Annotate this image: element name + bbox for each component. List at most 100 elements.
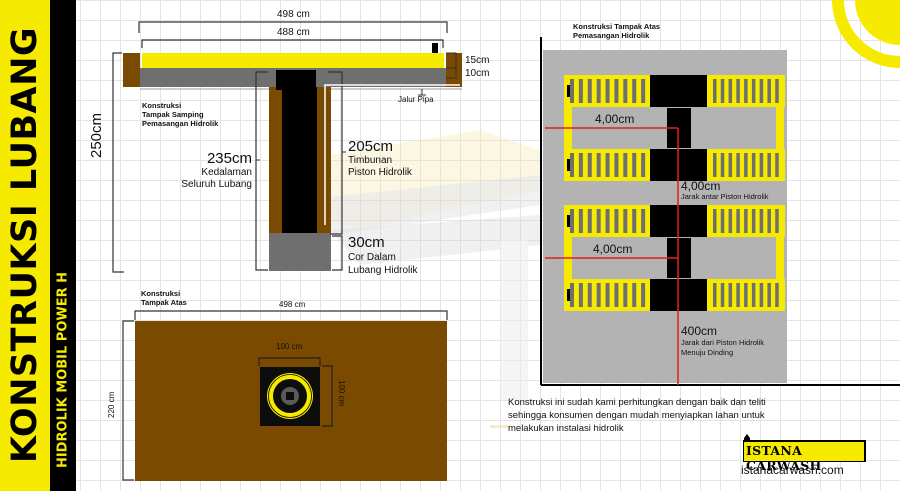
track-slat	[632, 79, 637, 103]
track-slat	[578, 79, 583, 103]
dim-top-width: 498 cm	[279, 300, 306, 309]
track-slat	[570, 209, 574, 233]
pipe-route	[324, 84, 460, 225]
stopper	[567, 159, 570, 171]
track-slat	[751, 153, 756, 177]
track-slat	[767, 153, 771, 177]
track-slat	[720, 79, 725, 103]
dim-235-bracket	[255, 71, 268, 271]
stopper	[567, 85, 570, 97]
track-slat	[728, 283, 733, 307]
track-slat	[713, 153, 717, 177]
piston-pad-bottom	[650, 279, 708, 311]
dim-width-outer: 498 cm	[277, 9, 310, 20]
piston-pad-top	[650, 75, 708, 107]
track-slat	[744, 153, 748, 177]
track-slat	[578, 153, 583, 177]
platform-stopper	[432, 43, 438, 53]
piston-center	[286, 392, 294, 400]
track-slat	[587, 283, 592, 307]
track-slat	[587, 153, 592, 177]
fill-annotation: 205cm Timbunan Piston Hidrolik	[348, 138, 412, 178]
track-slat	[570, 79, 574, 103]
track-slat	[751, 209, 756, 233]
track-slat	[736, 209, 740, 233]
piston-pad-bottom	[650, 149, 708, 181]
depth-annotation: 235cm Kedalaman Seluruh Lubang	[181, 150, 252, 190]
track-slat	[713, 79, 717, 103]
track-slat	[728, 153, 733, 177]
dim-top-height-bracket	[122, 320, 134, 481]
dim-layer-bottom: 10cm	[465, 68, 490, 79]
track-slat	[775, 283, 779, 307]
track-slat	[736, 79, 740, 103]
stopper	[567, 215, 570, 227]
dim-top-width-bracket	[134, 310, 448, 320]
track-slat	[578, 209, 583, 233]
track-slat	[641, 283, 646, 307]
track-slat	[614, 79, 619, 103]
frame-right	[776, 237, 784, 279]
lift-platform	[142, 53, 444, 68]
track-slat	[744, 79, 748, 103]
track-slat	[751, 79, 756, 103]
track-slat	[605, 209, 610, 233]
track-slat	[587, 209, 592, 233]
track-slat	[578, 283, 583, 307]
track-slat	[632, 283, 637, 307]
wall-annotation: 400cm Jarak dari Piston Hidrolik Menuju …	[681, 324, 764, 358]
track-slat	[767, 209, 771, 233]
track-slat	[596, 283, 601, 307]
dim-250-bracket	[112, 52, 124, 273]
track-slat	[641, 209, 646, 233]
piston-head	[276, 70, 316, 90]
track-slat	[614, 209, 619, 233]
track-slat	[587, 79, 592, 103]
brand-logo[interactable]: ISTANA CARWASH	[742, 432, 873, 473]
track-slat	[751, 283, 756, 307]
track-slat	[605, 283, 610, 307]
track-slat	[720, 209, 725, 233]
track-slat	[623, 153, 628, 177]
track-slat	[744, 283, 748, 307]
dim-488-bracket	[141, 39, 444, 48]
brand-website[interactable]: istanacarwash.com	[741, 463, 844, 477]
top-view-caption: Konstruksi Tampak Atas	[141, 289, 187, 307]
track-slat	[775, 209, 779, 233]
track-slat	[736, 153, 740, 177]
deco-disc	[855, 0, 900, 45]
track-slat	[596, 153, 601, 177]
track-slat	[596, 79, 601, 103]
track-slat	[759, 79, 764, 103]
track-slat	[641, 153, 646, 177]
track-slat	[623, 79, 628, 103]
track-slat	[713, 283, 717, 307]
track-slat	[736, 283, 740, 307]
dim-10-bracket	[446, 67, 457, 79]
track-slat	[641, 79, 646, 103]
dim-hole-width: 100 cm	[276, 342, 303, 351]
cor-annotation: 30cm Cor Dalam Lubang Hidrolik	[348, 234, 418, 276]
dim-205-bracket	[328, 71, 343, 235]
track-slat	[759, 283, 764, 307]
install-caption: Konstruksi Tampak Atas Pemasangan Hidrol…	[573, 22, 661, 40]
dist-upper: 4,00cm	[595, 112, 635, 126]
track-slat	[605, 153, 610, 177]
track-slat	[767, 79, 771, 103]
track-slat	[759, 153, 764, 177]
stopper	[567, 289, 570, 301]
piston-shaft	[282, 87, 317, 233]
sidebar-black-band	[50, 0, 76, 491]
dim-width-inner: 488 cm	[277, 27, 310, 38]
track-slat	[570, 153, 574, 177]
construction-note: Konstruksi ini sudah kami perhitungkan d…	[508, 397, 766, 434]
dim-498-bracket	[138, 21, 448, 33]
track-slat	[623, 283, 628, 307]
frame-right	[776, 107, 784, 149]
piston-pad-top	[650, 205, 708, 237]
track-slat	[605, 79, 610, 103]
